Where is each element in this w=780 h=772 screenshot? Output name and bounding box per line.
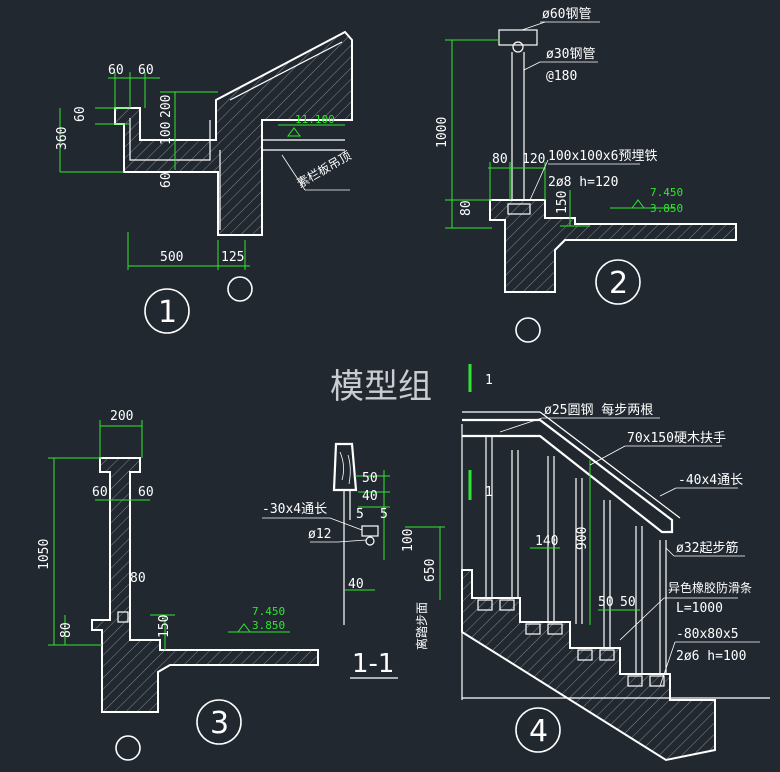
dim-650: 650 (423, 559, 438, 582)
dim-50: 50 (362, 471, 378, 486)
dim-80: 80 (59, 622, 74, 638)
cut-mark: 1 (485, 485, 493, 500)
dim-100: 100 (159, 122, 174, 145)
pipe30-label: ø30钢管 (546, 47, 595, 62)
axis-bubble (227, 276, 253, 302)
dim-40: 40 (348, 577, 364, 592)
detail-2: 1000 80 120 80 150 ø60钢管 ø30钢管 @180 100x… (435, 7, 737, 343)
handrail (462, 418, 674, 534)
dim-150: 150 (157, 615, 172, 638)
dim-80: 80 (492, 152, 508, 167)
dim-1000: 1000 (435, 117, 450, 148)
detail-number: 1 (158, 295, 177, 330)
spacing-label: @180 (546, 69, 577, 84)
rod25-label: ø25圆钢 每步两根 (544, 402, 653, 418)
rod32-label: ø32起步筋 (676, 540, 738, 556)
dim-5: 5 (380, 507, 388, 522)
watermark: 模型组 (330, 367, 432, 407)
dim-60: 60 (138, 485, 154, 500)
dim-900: 900 (575, 527, 590, 550)
side-label: 离踏步面 (414, 602, 429, 650)
detail2-slab (489, 199, 737, 293)
dim-1050: 1050 (37, 539, 52, 570)
dim-40: 40 (362, 489, 378, 504)
level-label: 7.450 (650, 186, 683, 199)
section-dims: 50 40 5 5 100 40 650 (345, 470, 445, 600)
dim-50: 50 (598, 595, 614, 610)
level-label: 3.850 (252, 619, 285, 632)
detail2-dims: 1000 80 120 80 150 (435, 39, 590, 229)
detail1-slab (114, 30, 353, 236)
pipe60-cap (498, 29, 538, 46)
balusters (485, 436, 667, 678)
flat-bar-label: -40x4通长 (678, 473, 743, 488)
detail-4: 140 900 50 50 ø25圆钢 每步两根 70x150硬木扶手 -40x… (461, 402, 770, 762)
dim-80: 80 (459, 200, 474, 216)
detail3-dims: 200 60 60 1050 80 80 150 (37, 409, 175, 650)
pipe60-label: ø60钢管 (542, 7, 591, 22)
flat-bar-label: -30x4通长 (262, 502, 327, 517)
detail-number: 2 (609, 266, 628, 301)
dim-60: 60 (108, 63, 124, 78)
dim-140: 140 (535, 534, 558, 549)
detail-number: 4 (529, 714, 548, 749)
detail-number: 3 (210, 706, 229, 741)
level-label: 7.450 (252, 605, 285, 618)
level-label: 3.850 (650, 202, 683, 215)
detail-number-circle (595, 259, 641, 305)
detail-number-circle (144, 288, 190, 334)
detail-3: 200 60 60 1050 80 80 150 7.450 3.850 3 (37, 409, 319, 761)
tread-angles (477, 599, 665, 687)
dim-50: 50 (620, 595, 636, 610)
note-label: 素栏板吊顶 (294, 148, 353, 191)
detail-number-circle (196, 699, 242, 745)
dim-120: 120 (522, 152, 545, 167)
axis-bubble (515, 317, 541, 343)
dim-500: 500 (160, 250, 183, 265)
stair-flight (461, 569, 716, 762)
dim-200: 200 (110, 409, 133, 424)
axis-bubble (115, 735, 141, 761)
section-1-1: 50 40 5 5 100 40 650 -30x4通长 ø12 离踏步面 1-… (262, 364, 493, 679)
strip-length-label: L=1000 (676, 601, 723, 616)
rod-label: ø12 (308, 527, 331, 542)
rebar-label: 2ø6 h=100 (676, 649, 746, 664)
handrail-label: 70x150硬木扶手 (627, 431, 726, 446)
dim-60: 60 (73, 106, 88, 122)
dim-80: 80 (130, 571, 146, 586)
detail3-wall (91, 457, 319, 713)
detail-number-circle (515, 707, 561, 753)
dim-60: 60 (92, 485, 108, 500)
level-label: 11.100 (295, 113, 335, 126)
cut-mark: 1 (485, 373, 493, 388)
dim-200: 200 (159, 95, 174, 118)
dim-125: 125 (221, 250, 244, 265)
angle-label: -80x80x5 (676, 627, 739, 642)
rebar-label: 2ø8 h=120 (548, 175, 618, 190)
detail1-dims: 60 60 360 60 200 100 60 500 125 (55, 63, 345, 270)
dim-100: 100 (401, 529, 416, 552)
dim-360: 360 (55, 127, 70, 150)
detail-1: 60 60 360 60 200 100 60 500 125 11.100 素… (55, 30, 353, 334)
dim-150: 150 (555, 191, 570, 214)
dim-60: 60 (138, 63, 154, 78)
dim-5: 5 (356, 507, 364, 522)
dim-60: 60 (159, 172, 174, 188)
plate-label: 100x100x6预埋铁 (548, 149, 657, 164)
strip-label: 异色橡胶防滑条 (668, 580, 752, 595)
handrail-section (332, 442, 358, 492)
section-title: 1-1 (352, 649, 394, 679)
